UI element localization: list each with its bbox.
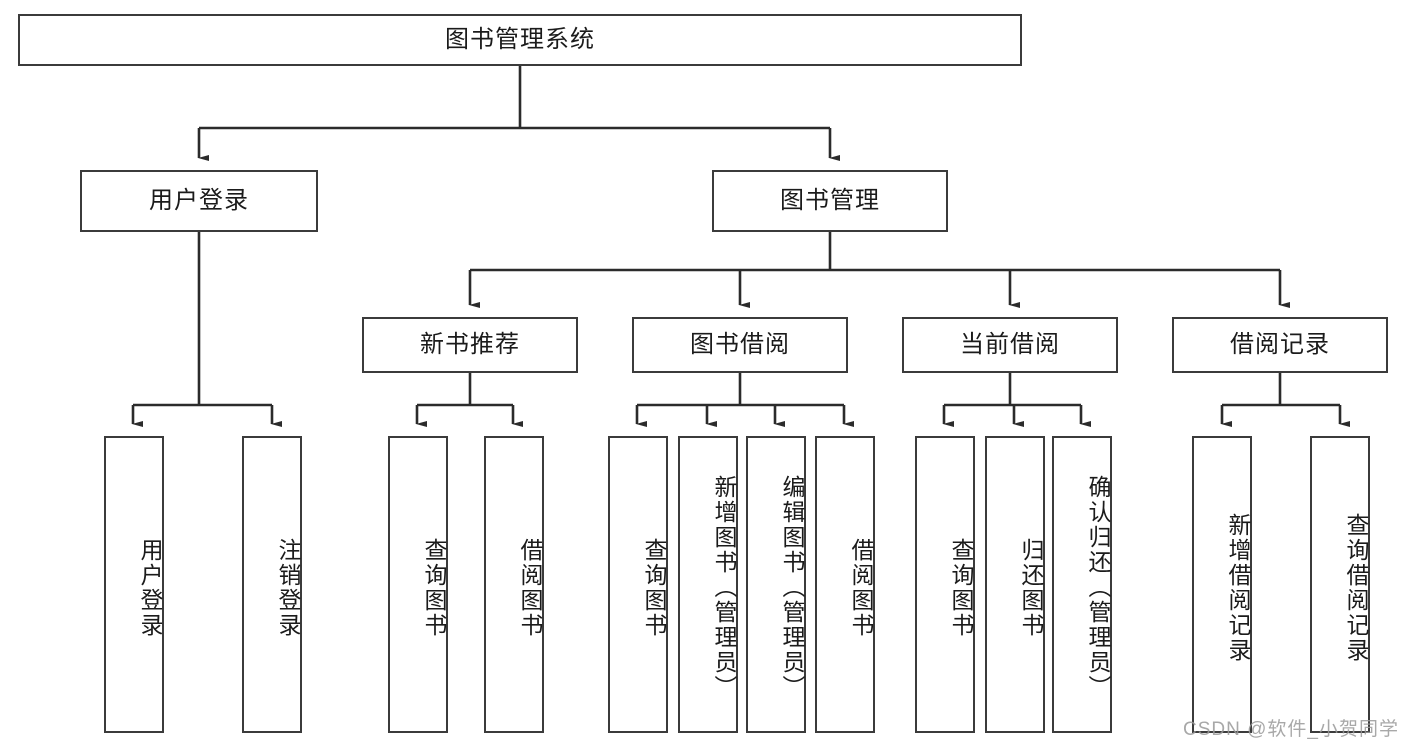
node-leaf-return-book-label: 归还图书 (1018, 537, 1044, 638)
node-leaf-borrow-book-2[interactable]: 借阅图书 (815, 436, 875, 733)
node-leaf-user-login[interactable]: 用户登录 (104, 436, 164, 733)
node-leaf-query-book-2[interactable]: 查询图书 (608, 436, 668, 733)
node-current-borrow-label: 当前借阅 (960, 330, 1060, 358)
node-leaf-borrow-book-2-label: 借阅图书 (848, 537, 874, 638)
node-new-book-recommend-label: 新书推荐 (420, 330, 520, 358)
node-leaf-add-book[interactable]: 新增图书（管理员） (678, 436, 738, 733)
node-user-login-label: 用户登录 (149, 186, 249, 214)
node-leaf-user-logout[interactable]: 注销登录 (242, 436, 302, 733)
node-book-management[interactable]: 图书管理 (712, 170, 948, 232)
node-book-borrow-label: 图书借阅 (690, 330, 790, 358)
node-leaf-query-book-3[interactable]: 查询图书 (915, 436, 975, 733)
node-new-book-recommend[interactable]: 新书推荐 (362, 317, 578, 373)
node-leaf-borrow-book-1[interactable]: 借阅图书 (484, 436, 544, 733)
node-leaf-return-book[interactable]: 归还图书 (985, 436, 1045, 733)
node-leaf-user-logout-label: 注销登录 (275, 537, 301, 638)
node-leaf-edit-book[interactable]: 编辑图书（管理员） (746, 436, 806, 733)
node-user-login[interactable]: 用户登录 (80, 170, 318, 232)
node-leaf-add-book-label: 新增图书（管理员） (711, 475, 737, 700)
node-leaf-query-book-1-label: 查询图书 (421, 537, 447, 638)
node-leaf-confirm-return[interactable]: 确认归还（管理员） (1052, 436, 1112, 733)
node-leaf-add-record-label: 新增借阅记录 (1225, 512, 1251, 663)
node-book-borrow[interactable]: 图书借阅 (632, 317, 848, 373)
node-leaf-edit-book-label: 编辑图书（管理员） (779, 475, 805, 700)
node-leaf-query-book-3-label: 查询图书 (948, 537, 974, 638)
node-leaf-query-record-label: 查询借阅记录 (1343, 512, 1369, 663)
node-borrow-record-label: 借阅记录 (1230, 330, 1330, 358)
node-leaf-confirm-return-label: 确认归还（管理员） (1085, 475, 1111, 700)
node-current-borrow[interactable]: 当前借阅 (902, 317, 1118, 373)
node-leaf-query-record[interactable]: 查询借阅记录 (1310, 436, 1370, 733)
node-leaf-query-book-2-label: 查询图书 (641, 537, 667, 638)
node-leaf-user-login-label: 用户登录 (137, 537, 163, 638)
node-leaf-add-record[interactable]: 新增借阅记录 (1192, 436, 1252, 733)
node-root-label: 图书管理系统 (445, 25, 595, 53)
node-borrow-record[interactable]: 借阅记录 (1172, 317, 1388, 373)
node-leaf-borrow-book-1-label: 借阅图书 (517, 537, 543, 638)
node-book-management-label: 图书管理 (780, 186, 880, 214)
node-root[interactable]: 图书管理系统 (18, 14, 1022, 66)
node-leaf-query-book-1[interactable]: 查询图书 (388, 436, 448, 733)
watermark: CSDN @软件_小贺同学 (1183, 719, 1399, 740)
